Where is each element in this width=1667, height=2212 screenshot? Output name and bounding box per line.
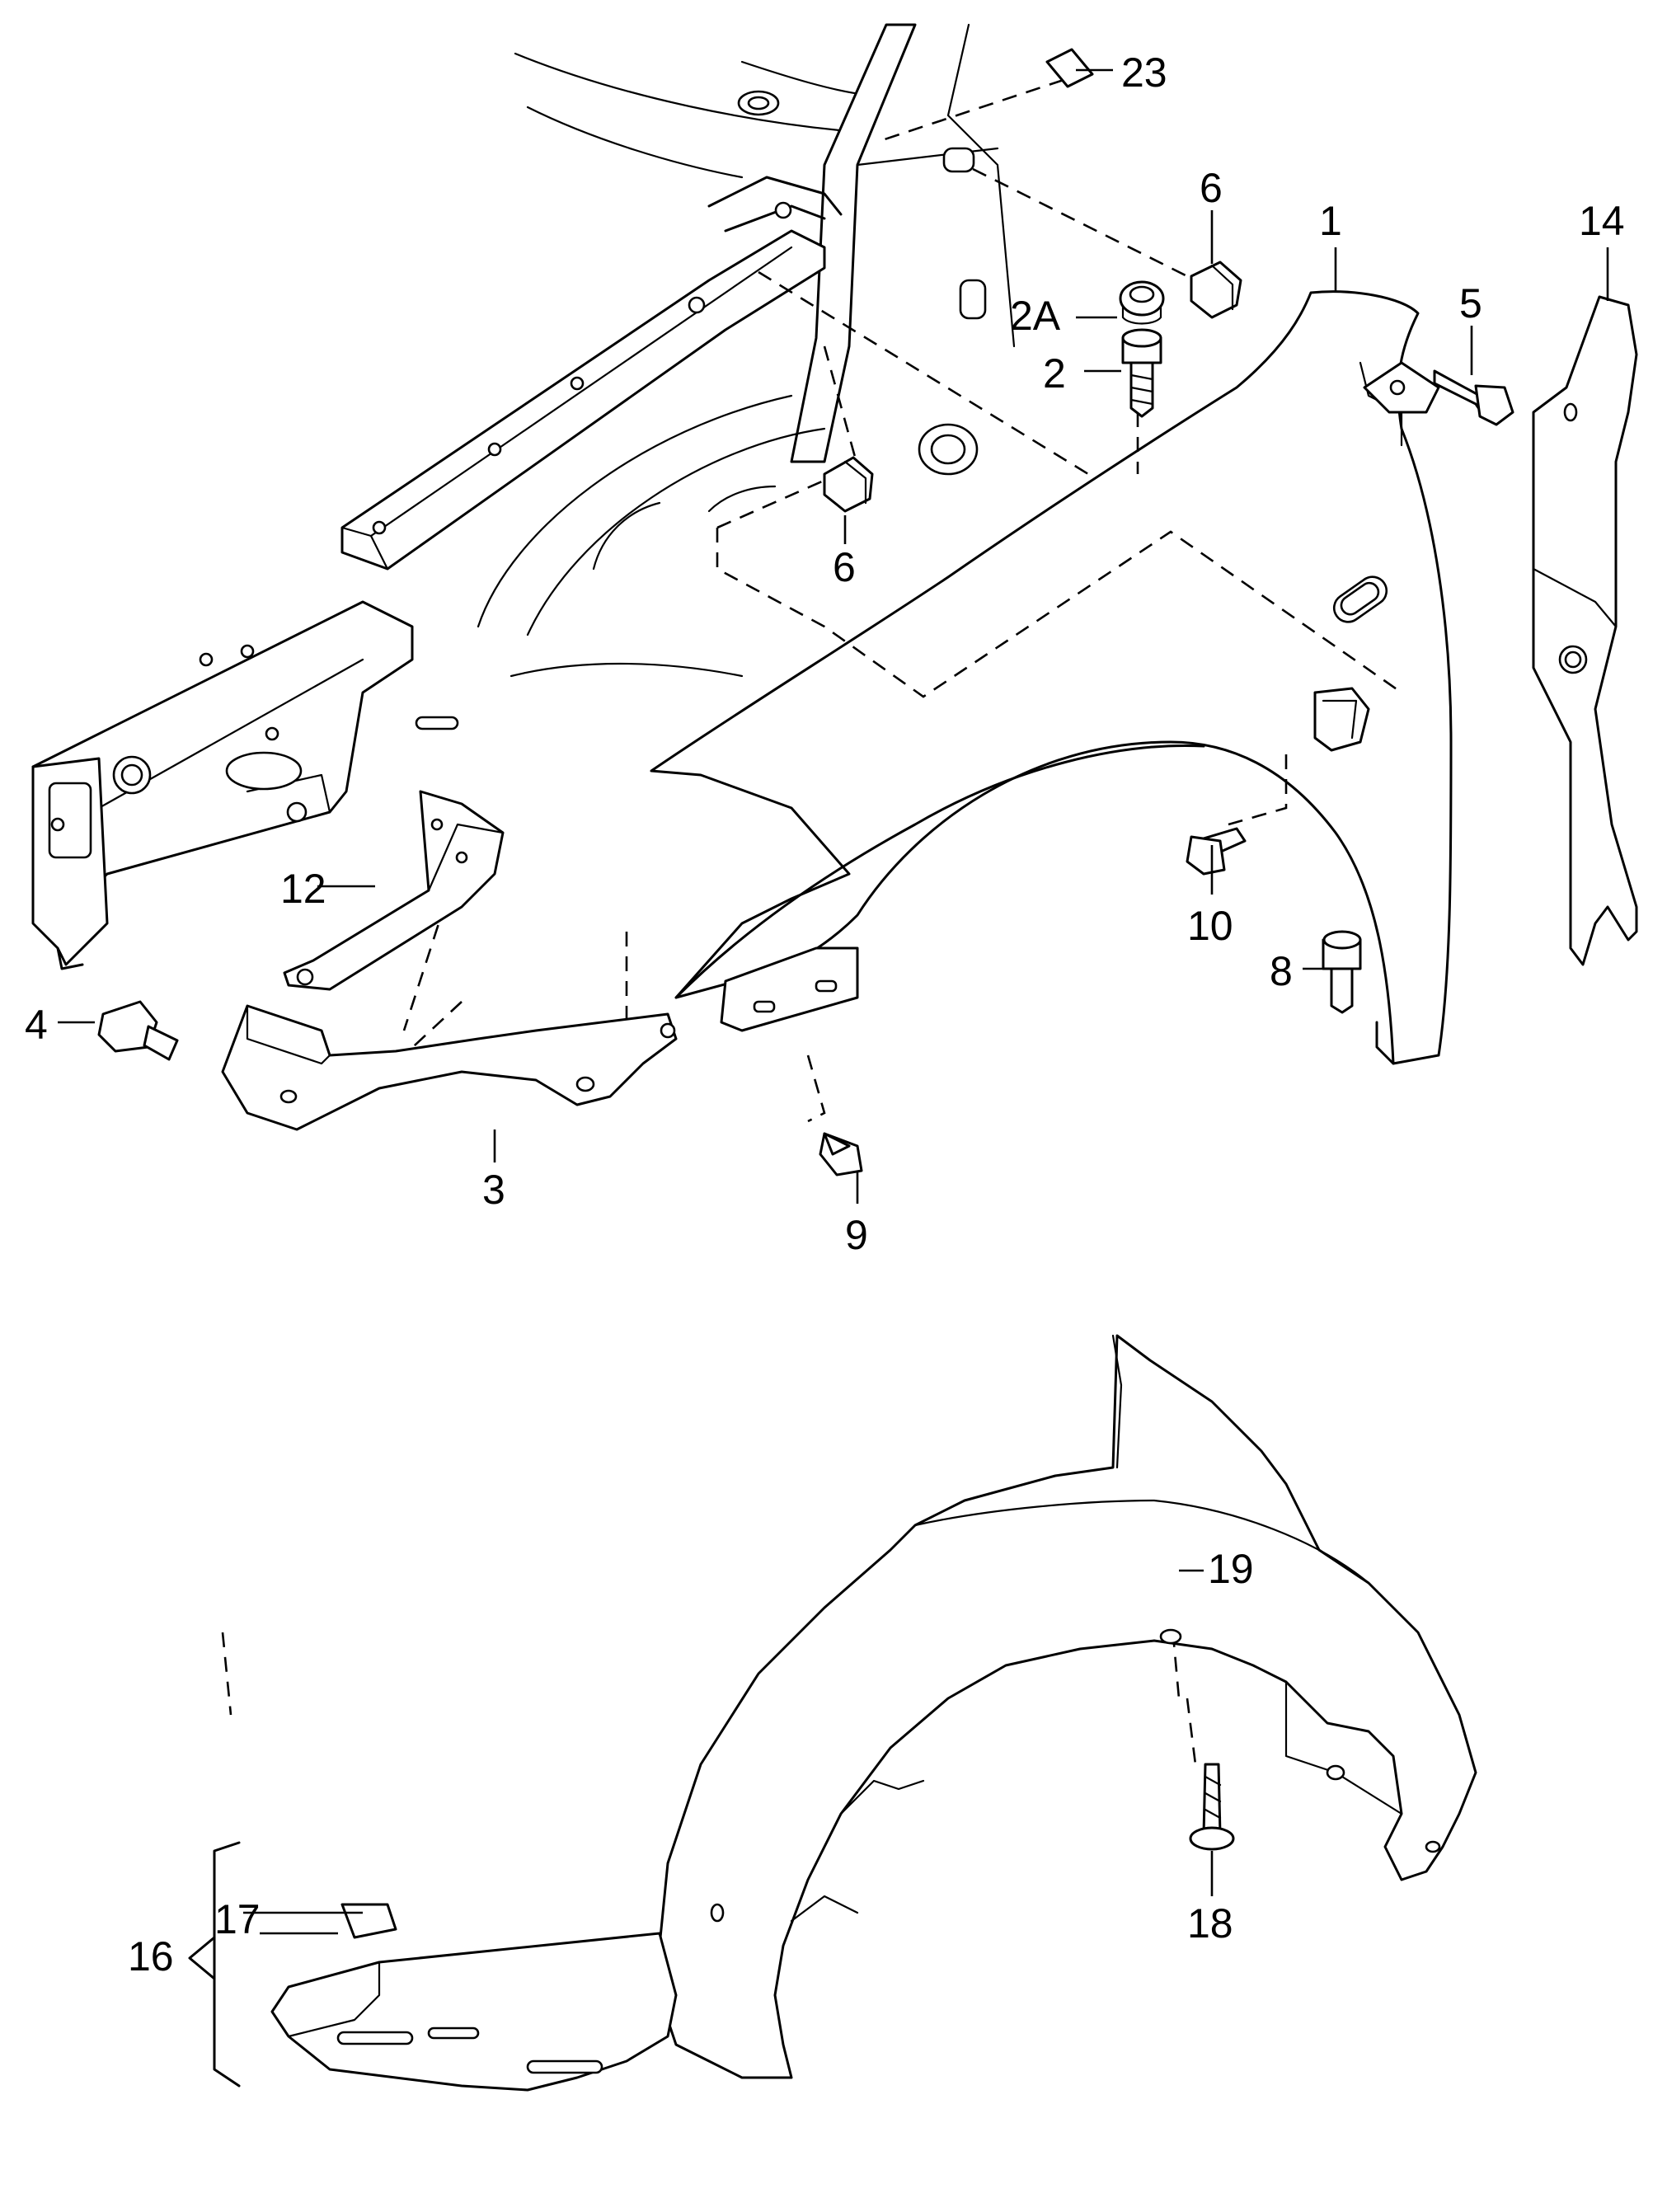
bracket-part-3 [221, 1004, 678, 1131]
callout-2: 2 [1043, 350, 1066, 397]
bolt-part-5 [1433, 369, 1514, 426]
callout-23: 23 [1121, 49, 1167, 96]
callout-2a: 2A [1010, 293, 1061, 339]
callout-10: 10 [1187, 903, 1233, 949]
callout-12: 12 [280, 866, 326, 912]
callout-3: 3 [482, 1167, 505, 1213]
callout-1: 1 [1319, 198, 1342, 244]
patch-part-23 [1045, 48, 1094, 88]
nut-part-2a [1119, 280, 1165, 325]
screw-part-18 [1189, 1763, 1235, 1851]
callout-9: 9 [845, 1212, 868, 1258]
wheelhouse-liner [188, 1334, 1477, 2092]
callout-6-lower: 6 [833, 544, 856, 590]
callout-18: 18 [1187, 1900, 1233, 1947]
callout-5: 5 [1459, 280, 1482, 326]
callout-6-upper: 6 [1200, 165, 1223, 211]
callout-14: 14 [1579, 198, 1625, 244]
bolt-part-8 [1322, 930, 1362, 1014]
bracket-part-12 [283, 790, 505, 991]
callout-17: 17 [214, 1896, 261, 1942]
bolt-part-2 [1121, 328, 1162, 418]
trim-part-14 [1532, 295, 1638, 966]
clip-part-6-upper [1190, 261, 1242, 319]
bolt-part-9 [819, 1132, 863, 1176]
bolt-part-4 [97, 1000, 179, 1061]
clip-part-6-lower [823, 456, 874, 513]
fender [650, 290, 1453, 1065]
callout-labels: 1 2 2A 3 4 5 6 6 8 9 10 12 14 16 17 18 1… [25, 49, 1625, 1980]
bolt-part-10 [1186, 827, 1247, 876]
callout-16: 16 [128, 1933, 174, 1980]
body-structure [31, 23, 1016, 970]
leader-lines [58, 68, 1609, 1935]
callout-8: 8 [1270, 948, 1293, 994]
nut-part-17 [340, 1903, 397, 1939]
callout-4: 4 [25, 1002, 48, 1048]
callout-19: 19 [1208, 1546, 1254, 1592]
fasteners [97, 48, 1514, 1939]
